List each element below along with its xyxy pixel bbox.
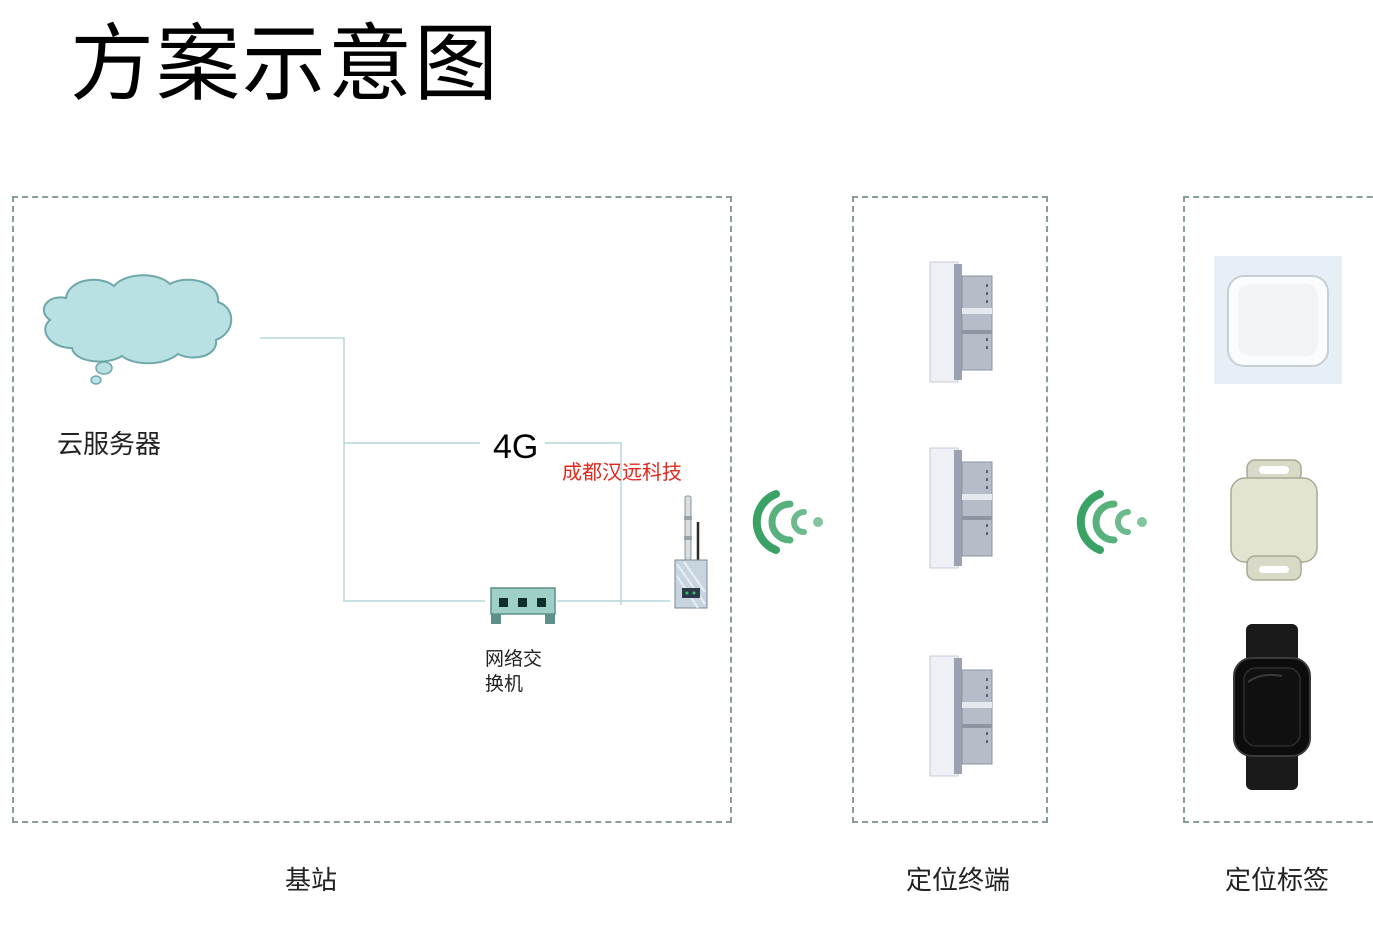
antenna-gateway-icon xyxy=(674,495,708,609)
cloud-icon xyxy=(43,274,233,385)
cloud-server-label: 云服务器 xyxy=(57,430,162,460)
cloud-connector xyxy=(260,337,485,602)
wall-anchor-icon xyxy=(929,655,993,777)
terminal-label: 定位终端 xyxy=(906,866,1011,896)
signal-waves-icon xyxy=(1076,490,1147,554)
wall-anchor-icon xyxy=(929,261,993,383)
base-station-group xyxy=(12,196,732,823)
wall-anchor-icon xyxy=(929,447,993,569)
base-station-label: 基站 xyxy=(285,866,338,896)
network-switch-icon xyxy=(490,587,556,624)
wristband-tag-icon xyxy=(1233,624,1311,790)
switch-label: 网络交 换机 xyxy=(485,647,542,697)
switch-label-line1: 网络交 xyxy=(485,648,543,670)
terminal-group xyxy=(852,196,1048,823)
link-4g-label: 4G xyxy=(493,428,539,466)
tag-label: 定位标签 xyxy=(1225,866,1330,896)
gateway-4g-connector xyxy=(545,442,622,605)
switch-label-line2: 换机 xyxy=(485,673,524,695)
square-tag-icon xyxy=(1214,256,1342,384)
page-title: 方案示意图 xyxy=(70,15,501,113)
tag-group xyxy=(1183,196,1373,823)
lanyard-tag-icon xyxy=(1230,459,1318,581)
company-watermark: 成都汉远科技 xyxy=(562,460,682,484)
signal-waves-icon xyxy=(752,490,823,554)
